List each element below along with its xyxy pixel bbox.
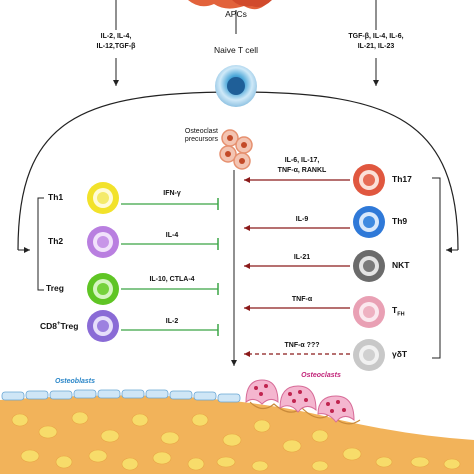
tfh-sub: FH (397, 311, 405, 318)
th1-cell (87, 182, 119, 214)
tnf-alpha-label: TNF-α (291, 296, 313, 303)
inhibition-lines (121, 198, 219, 336)
cd8-treg-label: CD8+Treg (40, 321, 78, 331)
th2-cell (87, 226, 119, 258)
th17-label: Th17 (392, 174, 412, 184)
il2-label: IL-2 (165, 318, 179, 325)
tfh-cell (353, 296, 385, 328)
cd8-treg-cell (87, 310, 119, 342)
right-cytokines-line2: IL-21, IL-23 (357, 43, 395, 50)
tfh-main: T (392, 305, 398, 315)
th1-label: Th1 (48, 192, 64, 202)
gamma-delta-t-label: γδT (392, 349, 408, 359)
left-cytokines-line1: IL-2, IL-4, (100, 33, 132, 40)
cd8-main: CD8 (40, 320, 58, 331)
il4-left-label: IL-4 (165, 232, 179, 239)
precursors-label-line1: Osteoclast (184, 128, 218, 135)
gamma-delta-t-cell (353, 339, 385, 371)
precursors-label-line2: precursors (184, 136, 218, 143)
differentiation-arc (17, 91, 459, 251)
th9-label: Th9 (392, 216, 408, 226)
right-cytokines-line1: TGF-β, IL-4, IL-6, (348, 33, 404, 40)
il21-label: IL-21 (293, 254, 311, 261)
th17-cell (353, 164, 385, 196)
osteoclast-precursors (219, 129, 253, 170)
tnf-alpha-question-label: TNF-α ??? (284, 342, 320, 349)
apcs-label: APCs (225, 9, 247, 19)
apc-cells (188, 0, 272, 10)
nkt-cell (353, 250, 385, 282)
nkt-label: NKT (392, 260, 410, 270)
ifn-gamma-label: IFN-γ (163, 190, 181, 197)
il10-ctla4-label: IL-10, CTLA-4 (149, 276, 195, 283)
left-cytokines-line2: IL-12,TGF-β (96, 43, 136, 50)
treg-cell (87, 273, 119, 305)
right-bracket (432, 177, 441, 359)
treg-label: Treg (46, 283, 64, 293)
cd8-sup: + (57, 321, 61, 327)
th9-cell (353, 206, 385, 238)
th17-cytokines-line1: IL-6, IL-17, (284, 157, 320, 164)
naive-t-cell (215, 65, 257, 107)
th17-cytokines-line2: TNF-α, RANKL (277, 167, 327, 174)
osteoblasts (1, 389, 241, 403)
osteoblasts-label: Osteoblasts (54, 378, 96, 385)
osteoclasts (245, 379, 355, 423)
tfh-label: TFH (392, 306, 405, 318)
il9-label: IL-9 (295, 216, 309, 223)
naive-t-cell-label: Naive T cell (213, 45, 259, 55)
left-bracket (37, 197, 44, 291)
osteoclasts-label: Osteoclasts (301, 372, 341, 379)
stimulation-arrows (244, 177, 350, 357)
bone-tissue (0, 395, 474, 474)
cd8-tail: Treg (60, 320, 79, 331)
th2-label: Th2 (48, 236, 64, 246)
